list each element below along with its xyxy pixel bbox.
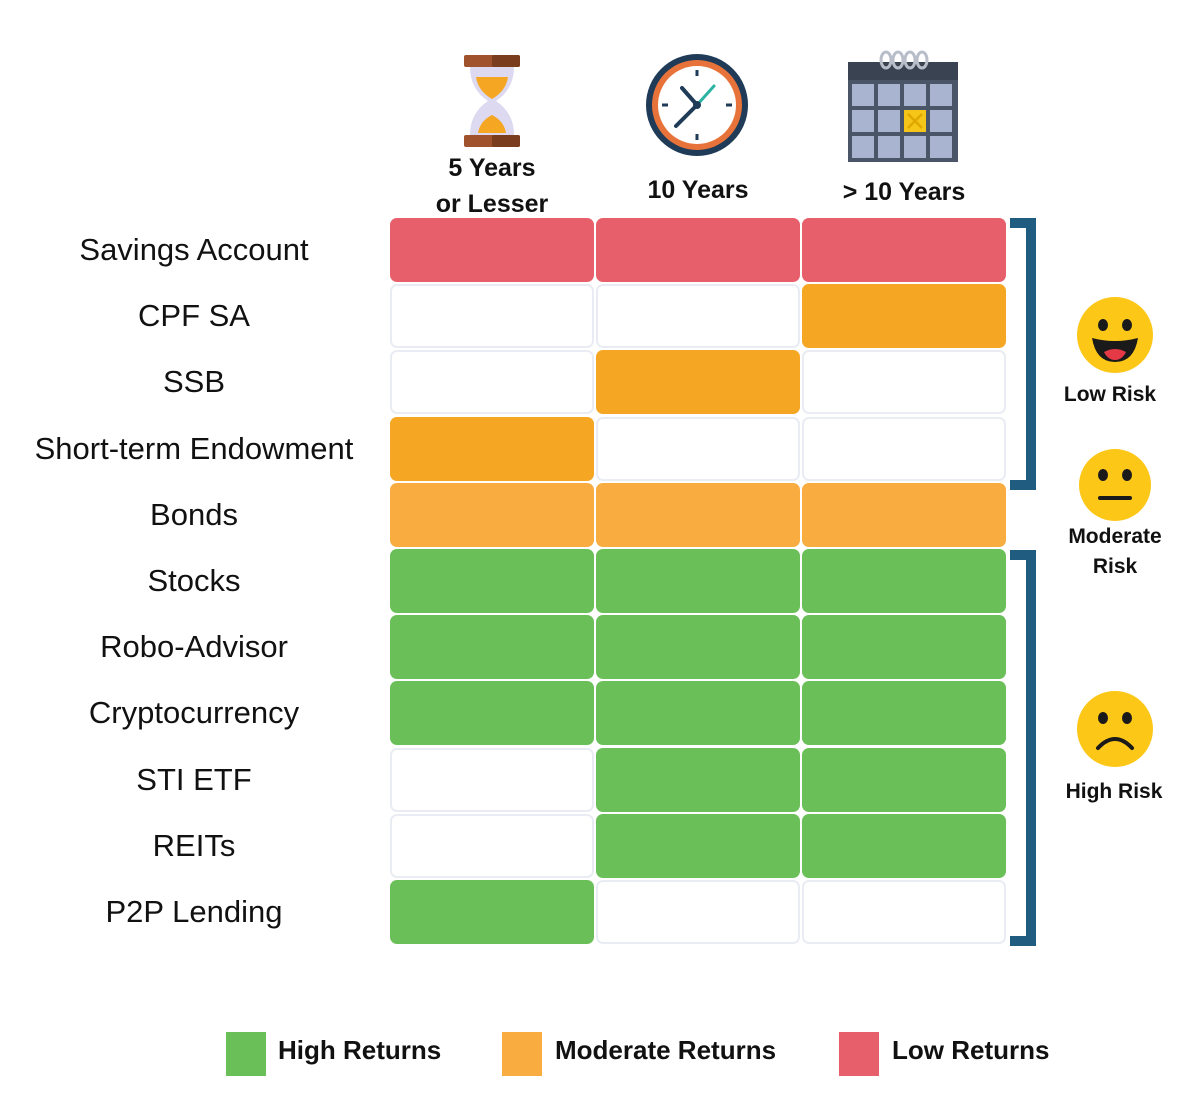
- row-label: STI ETF: [136, 761, 252, 797]
- grid-cell: [802, 350, 1006, 415]
- column-header-5-years: 5 Years or Lesser: [435, 154, 549, 218]
- grid-cell: [390, 218, 594, 282]
- grid-cell: [390, 549, 594, 613]
- grid-cell: [390, 350, 594, 415]
- grid-cell: [596, 284, 800, 349]
- row-label: SSB: [162, 364, 226, 400]
- legend-swatch-moderate: [502, 1032, 542, 1076]
- grid-cell: [802, 549, 1006, 613]
- grid-cell: [596, 549, 800, 613]
- grid-cell: [390, 416, 594, 481]
- grid-cell: [596, 681, 800, 746]
- row-label: Savings Account: [79, 232, 309, 267]
- sad-face-icon: [1077, 691, 1153, 767]
- grid-cell: [802, 880, 1006, 944]
- row-label: CPF SA: [138, 298, 250, 334]
- calendar-icon: [848, 50, 958, 162]
- column-header-over-10-years: > 10 Years: [842, 178, 966, 206]
- grid-cell: [596, 482, 800, 547]
- hourglass-icon: [464, 55, 520, 147]
- high-risk-label: High Risk: [1065, 780, 1163, 803]
- column-header-10-years: 10 Years: [647, 176, 749, 204]
- legend-label-low: Low Returns: [892, 1035, 1050, 1065]
- moderate-risk-label: Moderate Risk: [1068, 525, 1162, 578]
- grid-cell: [802, 284, 1006, 349]
- legend-label-high: High Returns: [278, 1035, 442, 1065]
- grid-cell: [390, 284, 594, 349]
- low-risk-label: Low Risk: [1063, 383, 1157, 406]
- grid-cell: [596, 350, 800, 415]
- row-label: Cryptocurrency: [88, 695, 300, 731]
- row-label: P2P Lending: [105, 894, 283, 929]
- grid-cell: [596, 615, 800, 680]
- row-label: REITs: [152, 827, 236, 863]
- grid-cell: [802, 416, 1006, 481]
- row-label: Robo-Advisor: [100, 629, 288, 665]
- grid-cell: [802, 813, 1006, 878]
- grid-cell: [802, 218, 1006, 282]
- grid-cell: [596, 218, 800, 282]
- grid-cell: [390, 615, 594, 680]
- grid-cell: [802, 615, 1006, 680]
- grid-cell: [802, 681, 1006, 746]
- grid-cell: [596, 416, 800, 481]
- legend-swatch-low: [839, 1032, 879, 1076]
- legend-label-moderate: Moderate Returns: [555, 1035, 777, 1065]
- grid-cell: [802, 482, 1006, 547]
- grid-cell: [596, 880, 800, 944]
- grid-cell: [390, 880, 594, 944]
- grid-cell: [802, 747, 1006, 812]
- grid-cell: [390, 747, 594, 812]
- grid-cell: [596, 813, 800, 878]
- legend-swatch-high: [226, 1032, 266, 1076]
- row-label: Short-term Endowment: [34, 430, 354, 466]
- grid-cell: [596, 747, 800, 812]
- happy-face-icon: [1077, 297, 1153, 373]
- row-label: Bonds: [150, 496, 238, 532]
- grid-cell: [390, 681, 594, 746]
- neutral-face-icon: [1079, 449, 1151, 521]
- grid-cell: [390, 813, 594, 878]
- row-label: Stocks: [147, 563, 241, 598]
- grid-cell: [390, 482, 594, 547]
- clock-icon: [646, 54, 748, 156]
